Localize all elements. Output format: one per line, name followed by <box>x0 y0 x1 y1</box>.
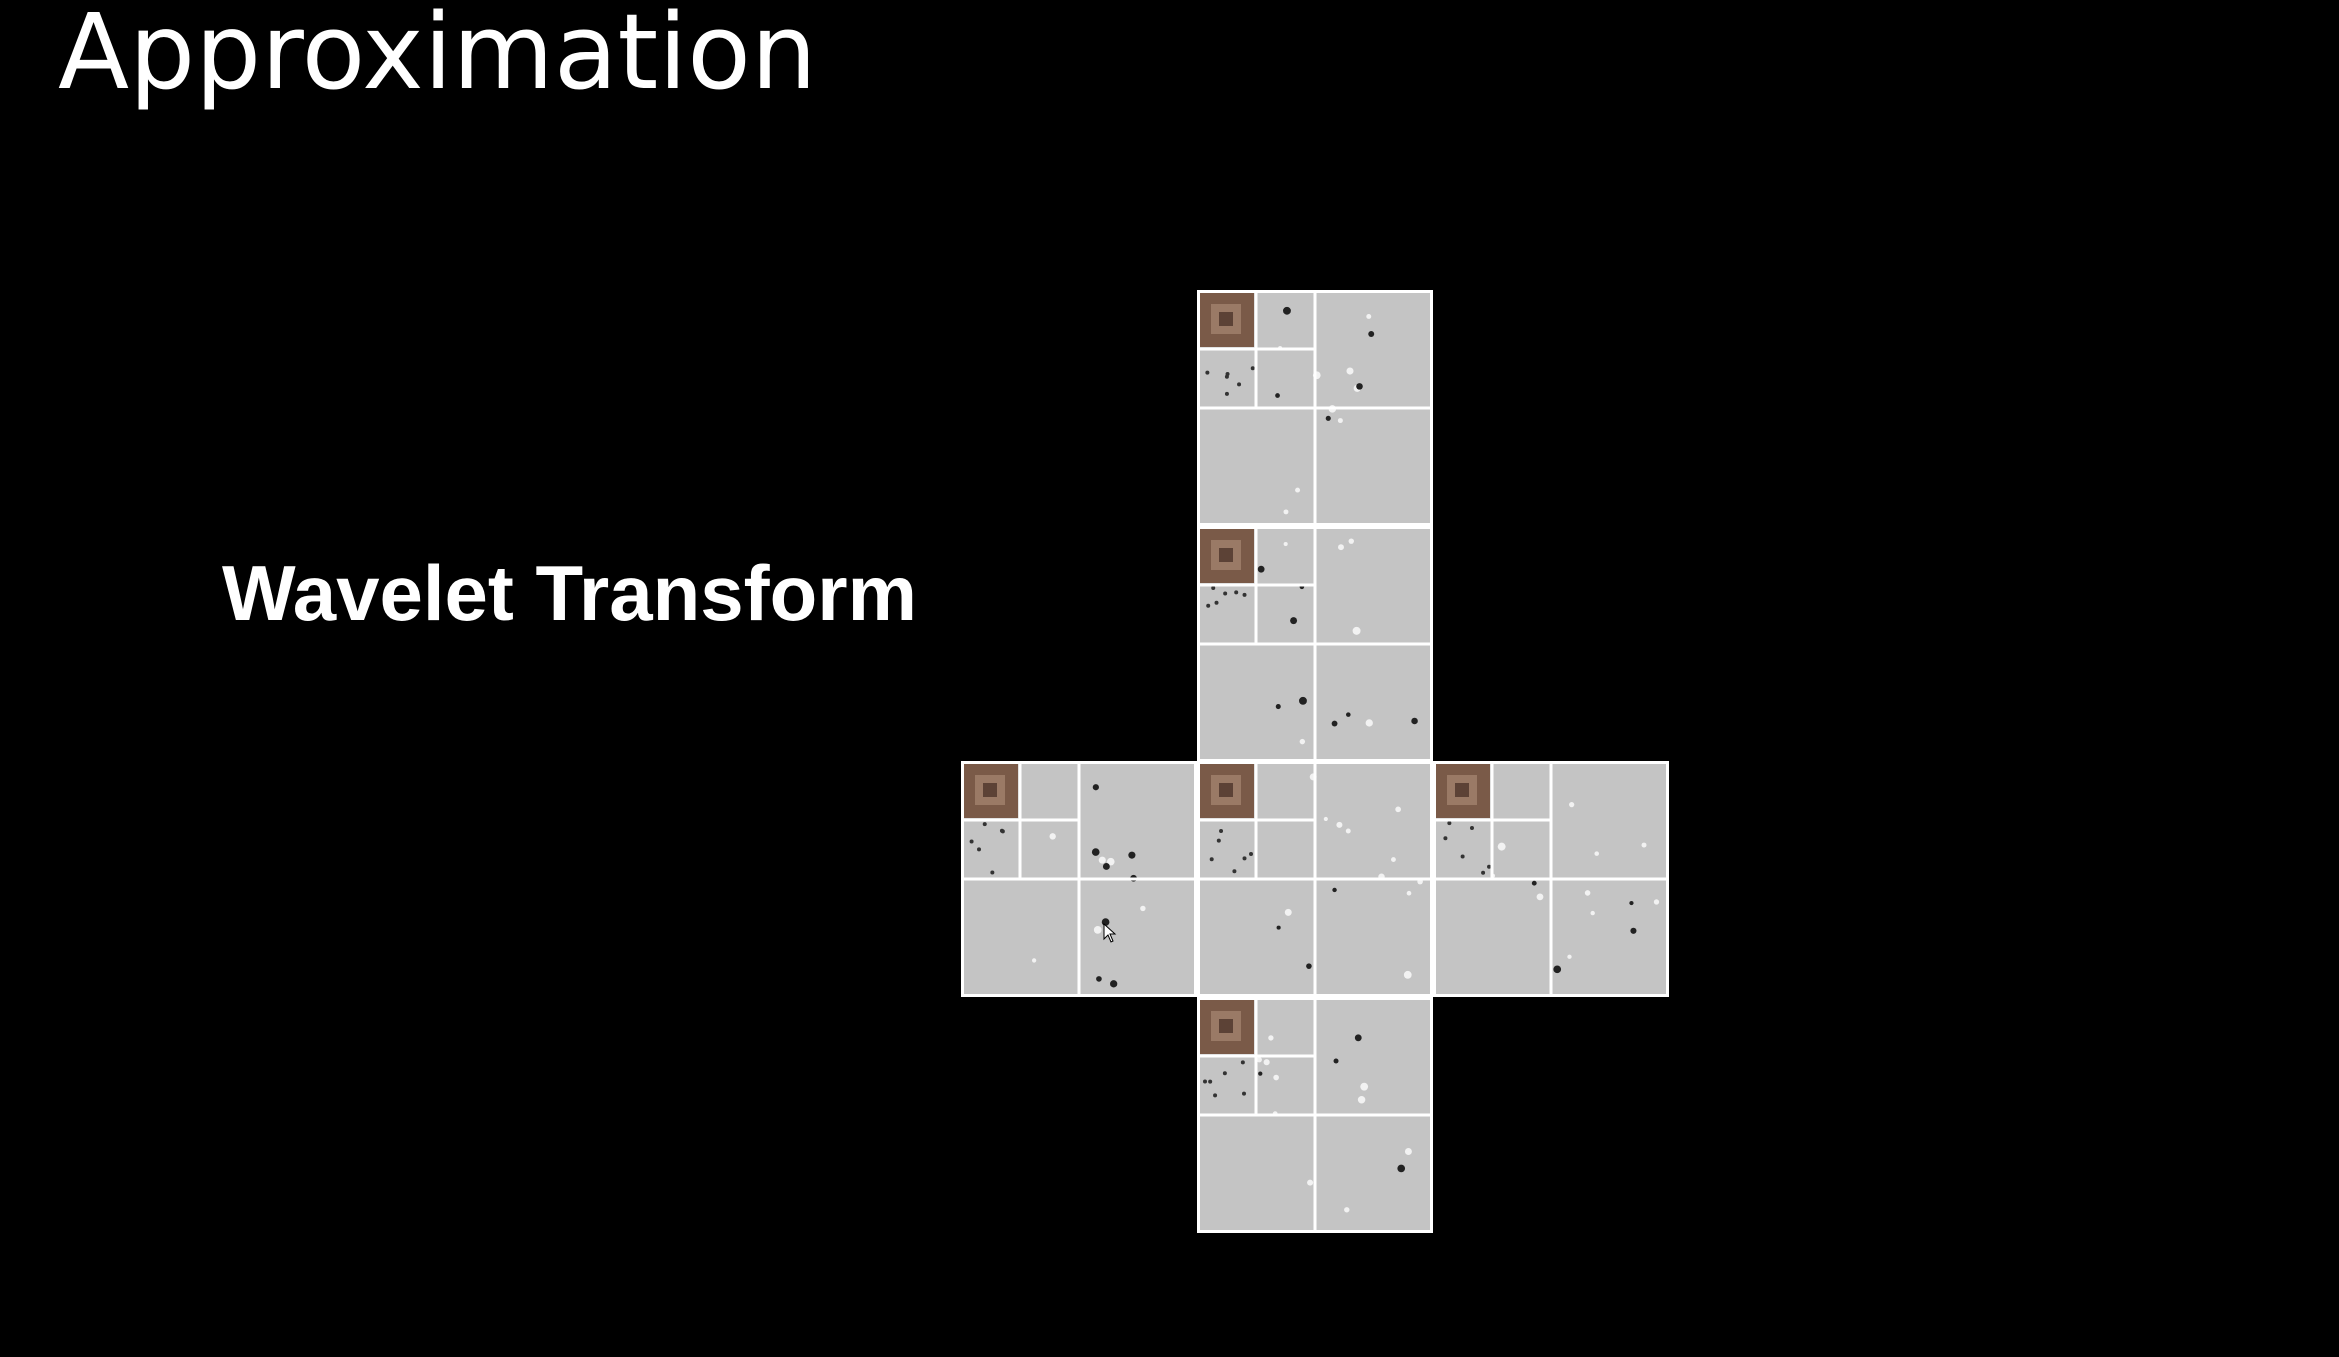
mouse-pointer-icon <box>1103 923 1117 943</box>
wavelet-subbands-bottom <box>1197 997 1433 1233</box>
wavelet-transform-label: Wavelet Transform <box>222 549 917 637</box>
cube-face-upper-middle <box>1197 526 1433 762</box>
cube-face-right <box>1433 761 1669 997</box>
slide-title: Approximation <box>58 0 817 113</box>
wavelet-subbands-left <box>961 761 1197 997</box>
wavelet-subbands-front <box>1197 761 1433 997</box>
wavelet-subbands-right <box>1433 761 1669 997</box>
cube-face-bottom <box>1197 997 1433 1233</box>
wavelet-subbands-upper-middle <box>1197 526 1433 762</box>
cube-face-left <box>961 761 1197 997</box>
cube-face-front <box>1197 761 1433 997</box>
wavelet-subbands-top <box>1197 290 1433 526</box>
cube-face-top <box>1197 290 1433 526</box>
